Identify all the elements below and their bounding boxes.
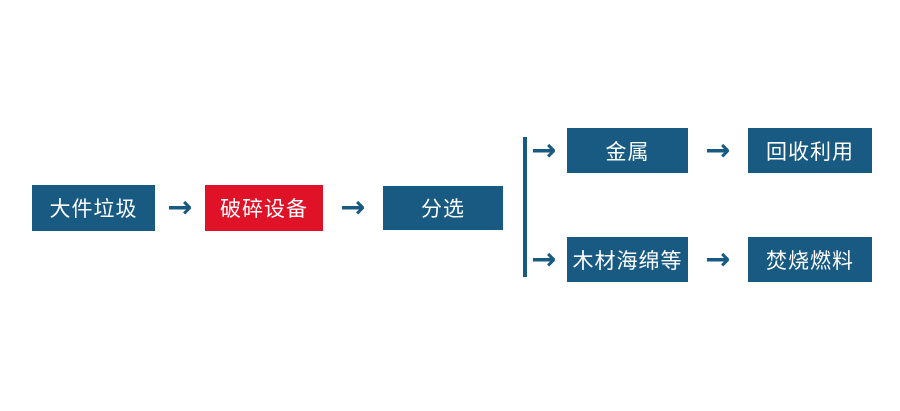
arrow-right-icon: →	[705, 241, 731, 277]
arrow-right-icon: →	[167, 190, 193, 225]
arrow-right-icon: →	[531, 241, 557, 277]
arrow-right-icon: →	[531, 132, 557, 168]
node-recycling: 回收利用	[748, 128, 872, 173]
node-incineration-fuel: 焚烧燃料	[748, 237, 872, 282]
node-metal: 金属	[567, 128, 688, 173]
node-sorting-label: 分选	[421, 197, 465, 221]
node-incineration-fuel-label: 焚烧燃料	[766, 248, 854, 273]
arrow-right-icon: →	[340, 190, 366, 225]
node-crushing-equipment-label: 破碎设备	[220, 197, 308, 221]
node-recycling-label: 回收利用	[766, 139, 854, 164]
node-bulky-waste: 大件垃圾	[32, 185, 155, 231]
node-bulky-waste-label: 大件垃圾	[49, 197, 138, 221]
node-metal-label: 金属	[605, 139, 650, 164]
branch-connector-line	[523, 137, 527, 277]
arrow-right-icon: →	[705, 132, 731, 168]
node-wood-sponge-etc: 木材海绵等	[567, 237, 688, 282]
node-sorting: 分选	[383, 186, 503, 230]
node-crushing-equipment: 破碎设备	[205, 185, 323, 231]
node-wood-sponge-etc-label: 木材海绵等	[572, 248, 683, 273]
